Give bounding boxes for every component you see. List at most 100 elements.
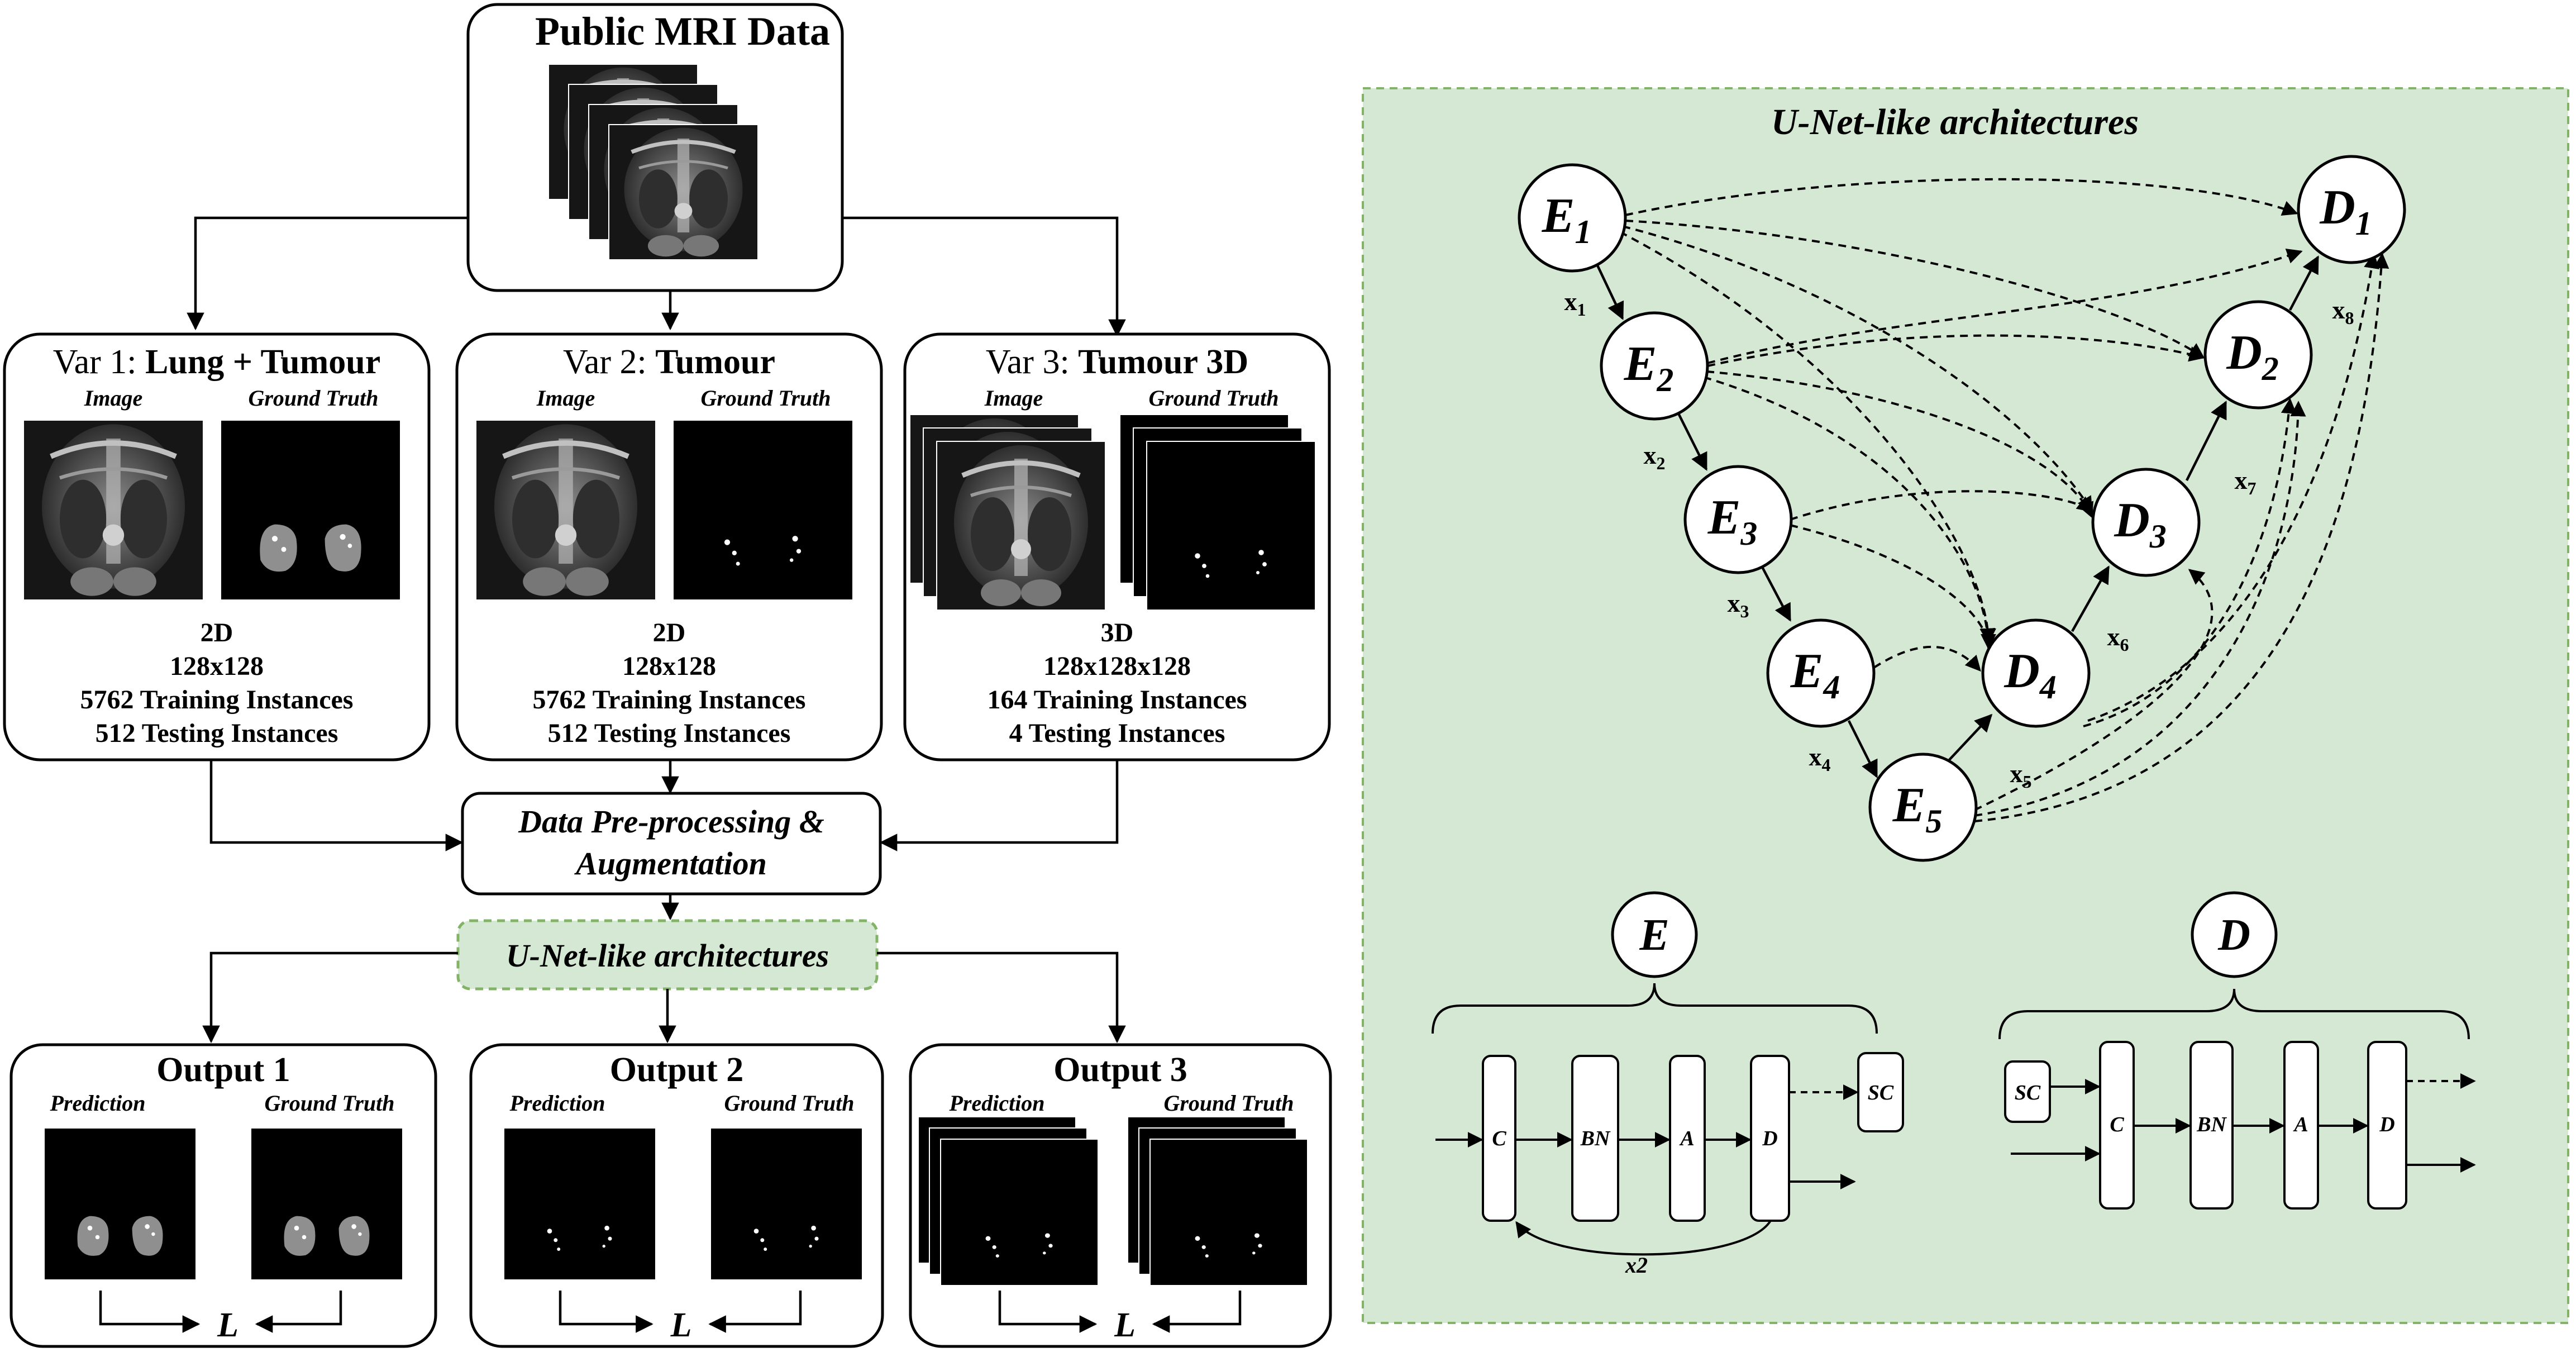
variant-title-1: Var 1: Lung + Tumour [53, 343, 381, 381]
output-title-2: Output 2 [610, 1051, 743, 1089]
skip-e5-d1 [1974, 253, 2389, 822]
skip-e2-d4 [1703, 376, 1996, 644]
output-pred-stack-3-slice-2 [941, 1140, 1098, 1285]
decoder-block-title: D [2217, 911, 2250, 960]
skip-d4-d1 [2087, 253, 2379, 722]
edge-d3-d2 [2185, 401, 2227, 482]
arch-panel-title: U-Net-like architectures [1771, 102, 2139, 142]
variant-info-1-1: 128x128 [170, 651, 264, 681]
node-label-d2: D2 [2226, 326, 2279, 387]
skip-e1-d3 [1622, 225, 2093, 513]
variant-title-2: Var 2: Tumour [563, 343, 775, 381]
preprocess-line2: Augmentation [574, 845, 767, 882]
preprocess-line1: Data Pre-processing & [518, 803, 824, 840]
variant-image-stack-3-slice-2 [937, 442, 1105, 610]
encoder-sc-box [1857, 1052, 1904, 1132]
edge-e5-d4 [1948, 713, 1993, 761]
output-pred-to-loss-2 [559, 1291, 653, 1333]
edge-label-x7: x7 [2235, 466, 2257, 498]
variant-info-2-0: 2D [653, 618, 686, 648]
skip-e2-d2 [1707, 334, 2205, 367]
arrow-source-to-var1 [187, 216, 468, 331]
decoder-sc-box [2004, 1060, 2051, 1123]
node-e1 [1518, 163, 1627, 273]
skip-e1-d4 [1619, 231, 1996, 644]
node-label-e5: E5 [1892, 778, 1943, 840]
skip-e3-d4 [1790, 524, 1996, 650]
skip-e5-d2 [1974, 401, 2306, 817]
edge-label-x1: x1 [1564, 287, 1586, 320]
arrow-unet-to-output1 [202, 951, 458, 1044]
variant-info-1-0: 2D [201, 618, 233, 648]
output-pred-label-1: Prediction [49, 1091, 145, 1116]
skip-e2-d3 [1706, 370, 2093, 518]
output-pred-label-3: Prediction [948, 1091, 1044, 1116]
decoder-layer-label-3: D [2379, 1113, 2394, 1136]
edge-e1-e2 [1596, 265, 1624, 320]
edge-label-x2: x2 [1644, 441, 1666, 473]
output-pred-label-2: Prediction [509, 1091, 605, 1116]
variant-gt-label-2: Ground Truth [700, 385, 831, 411]
edge-label-x6: x6 [2107, 622, 2129, 655]
node-e4 [1766, 618, 1876, 728]
source-mri-stack-slice-3 [609, 125, 757, 259]
variant-gt-stack-3-slice-2 [1147, 442, 1315, 610]
arrow-var1-to-preprocess [209, 760, 464, 851]
skip-e5-d3 [1974, 569, 2214, 811]
output-pred-to-loss-1 [99, 1291, 201, 1333]
output-gt-stack-3-slice-2 [1151, 1140, 1307, 1285]
skip-e1-d2 [1625, 220, 2205, 359]
encoder-repeat-loop [1515, 1220, 1772, 1256]
node-label-e3: E3 [1707, 491, 1758, 552]
edge-d4-d3 [2071, 565, 2110, 632]
variant-gt-label-1: Ground Truth [248, 385, 378, 411]
output-gt-label-1: Ground Truth [264, 1091, 394, 1116]
output-loss-2: L [670, 1306, 692, 1344]
edge-label-x8: x8 [2332, 296, 2354, 328]
decoder-brace [1998, 988, 2470, 1040]
node-label-e4: E4 [1790, 644, 1840, 706]
encoder-layer-label-3: D [1762, 1127, 1777, 1150]
decoder-layer-label-1: BN [2196, 1113, 2227, 1136]
node-d1 [2297, 155, 2406, 264]
variant-info-3-2: 164 Training Instances [988, 685, 1247, 715]
variant-image-1 [24, 421, 203, 599]
output-pred-to-loss-3 [998, 1291, 1098, 1333]
node-label-e2: E2 [1624, 337, 1674, 398]
variant-info-2-3: 512 Testing Instances [548, 718, 791, 748]
node-e5 [1868, 753, 1978, 862]
node-d4 [1981, 618, 2091, 728]
encoder-layer-label-2: A [1679, 1127, 1694, 1150]
node-label-d3: D3 [2114, 493, 2167, 555]
encoder-layer-label-1: BN [1580, 1127, 1611, 1150]
source-title: Public MRI Data [535, 9, 830, 54]
output-gt-to-loss-2 [708, 1291, 802, 1333]
variant-info-2-2: 5762 Training Instances [533, 685, 806, 715]
node-d2 [2203, 300, 2313, 410]
output-pred-1 [45, 1129, 195, 1279]
edge-d2-d1 [2289, 255, 2319, 311]
variant-image-label-3: Image [984, 385, 1043, 411]
skip-e3-d3 [1790, 490, 2093, 521]
variant-title-3: Var 3: Tumour 3D [986, 343, 1248, 381]
variant-info-2-1: 128x128 [622, 651, 716, 681]
variant-gt-label-3: Ground Truth [1148, 385, 1279, 411]
variant-info-3-1: 128x128x128 [1043, 651, 1191, 681]
node-e3 [1683, 465, 1793, 574]
node-label-d1: D1 [2319, 180, 2372, 242]
output-gt-label-3: Ground Truth [1163, 1091, 1294, 1116]
arrow-source-to-var3 [842, 216, 1126, 337]
encoder-block-circle [1611, 891, 1698, 978]
output-gt-2 [711, 1129, 862, 1279]
variant-image-2 [476, 421, 655, 599]
decoder-sc-label: SC [2015, 1081, 2041, 1105]
variant-info-1-3: 512 Testing Instances [96, 718, 338, 748]
variant-info-3-3: 4 Testing Instances [1009, 718, 1225, 748]
decoder-block-circle [2191, 891, 2278, 978]
variant-gt-2 [674, 421, 852, 599]
output-gt-label-2: Ground Truth [724, 1091, 854, 1116]
encoder-sc-label: SC [1868, 1081, 1894, 1105]
variant-image-label-2: Image [536, 385, 595, 411]
edge-e4-e5 [1847, 720, 1878, 778]
edge-label-x3: x3 [1728, 589, 1749, 621]
